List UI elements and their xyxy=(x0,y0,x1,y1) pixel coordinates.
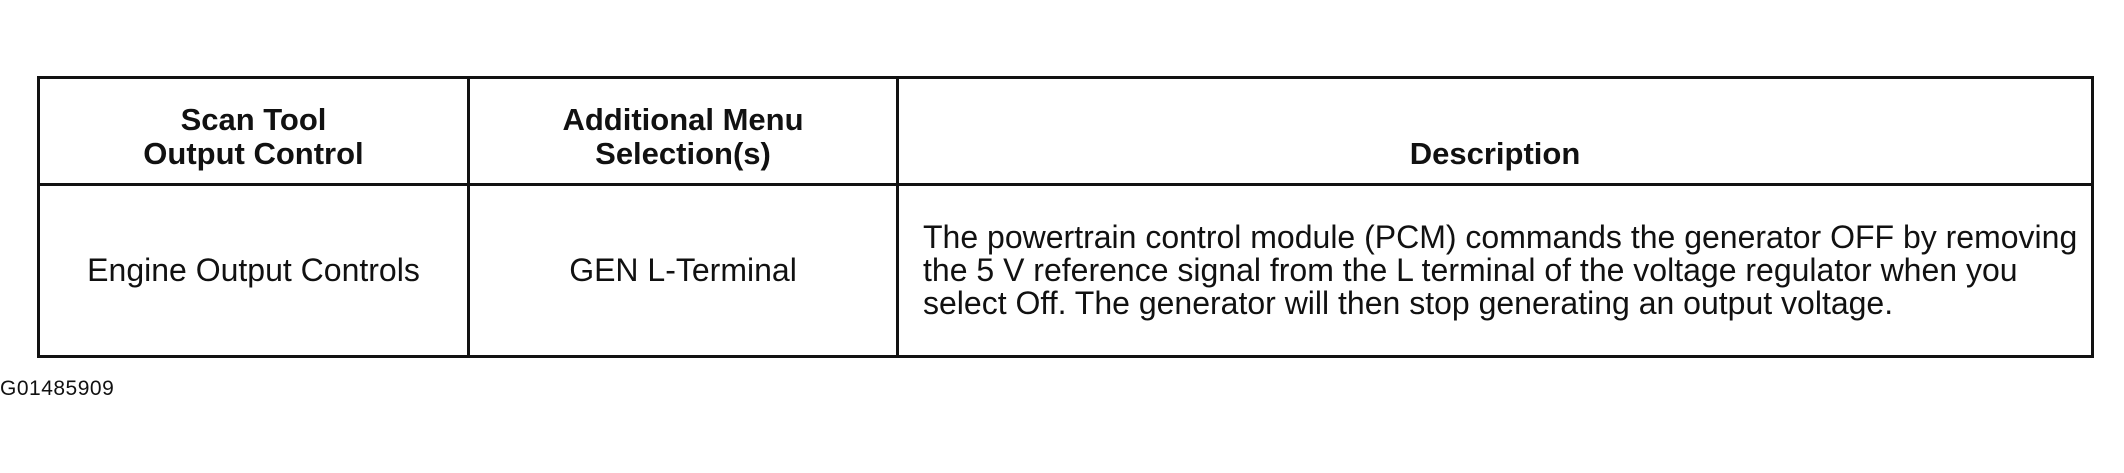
cell-description: The powertrain control module (PCM) comm… xyxy=(896,183,2094,358)
header-scan-tool-output-control: Scan Tool Output Control xyxy=(37,76,470,186)
figure-id: G01485909 xyxy=(0,377,115,400)
header-additional-menu-selections: Additional Menu Selection(s) xyxy=(467,76,899,186)
table-header-row: Scan Tool Output Control Additional Menu… xyxy=(37,76,2094,186)
output-control-table: Scan Tool Output Control Additional Menu… xyxy=(37,76,2094,358)
table-row: Engine Output Controls GEN L-Terminal Th… xyxy=(37,183,2094,358)
header-description: Description xyxy=(896,76,2094,186)
cell-output-control: Engine Output Controls xyxy=(37,183,470,358)
cell-menu-selection: GEN L-Terminal xyxy=(467,183,899,358)
